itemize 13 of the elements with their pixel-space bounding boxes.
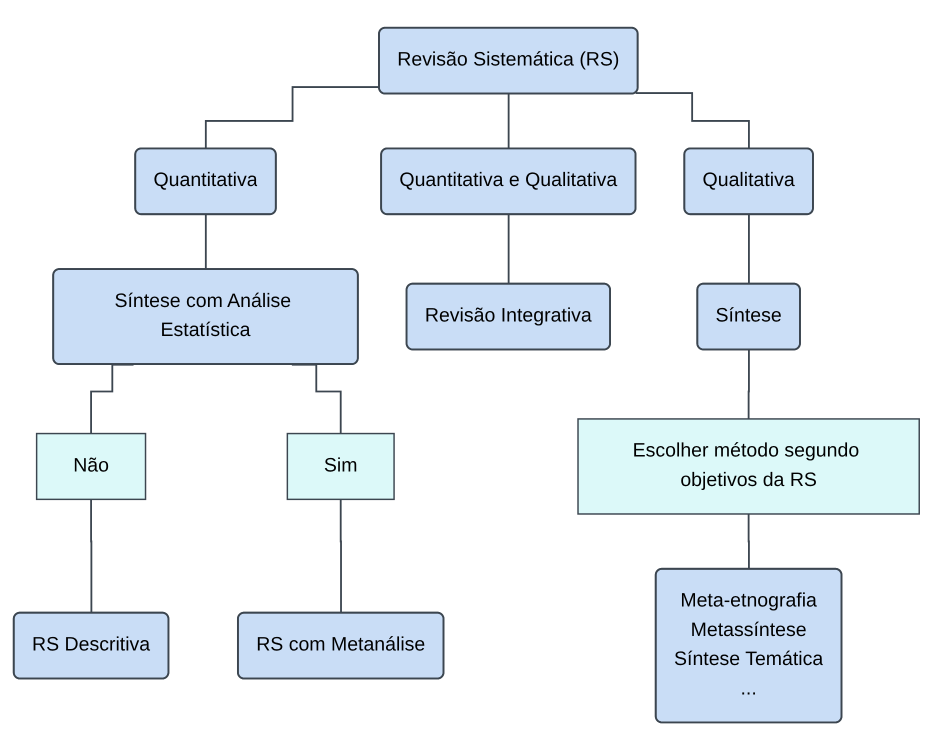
node-box: Não [36, 433, 146, 501]
connector [204, 214, 208, 271]
connector [636, 92, 750, 150]
connector [508, 214, 510, 286]
connector [508, 94, 510, 150]
node-box: Escolher método segundo objetivos da RS [577, 418, 920, 516]
connector [204, 86, 380, 150]
node-box: Sim [286, 433, 395, 501]
connector [748, 514, 750, 571]
connector [90, 498, 93, 615]
connector [748, 350, 750, 420]
connector [748, 214, 750, 286]
connector [340, 498, 342, 615]
